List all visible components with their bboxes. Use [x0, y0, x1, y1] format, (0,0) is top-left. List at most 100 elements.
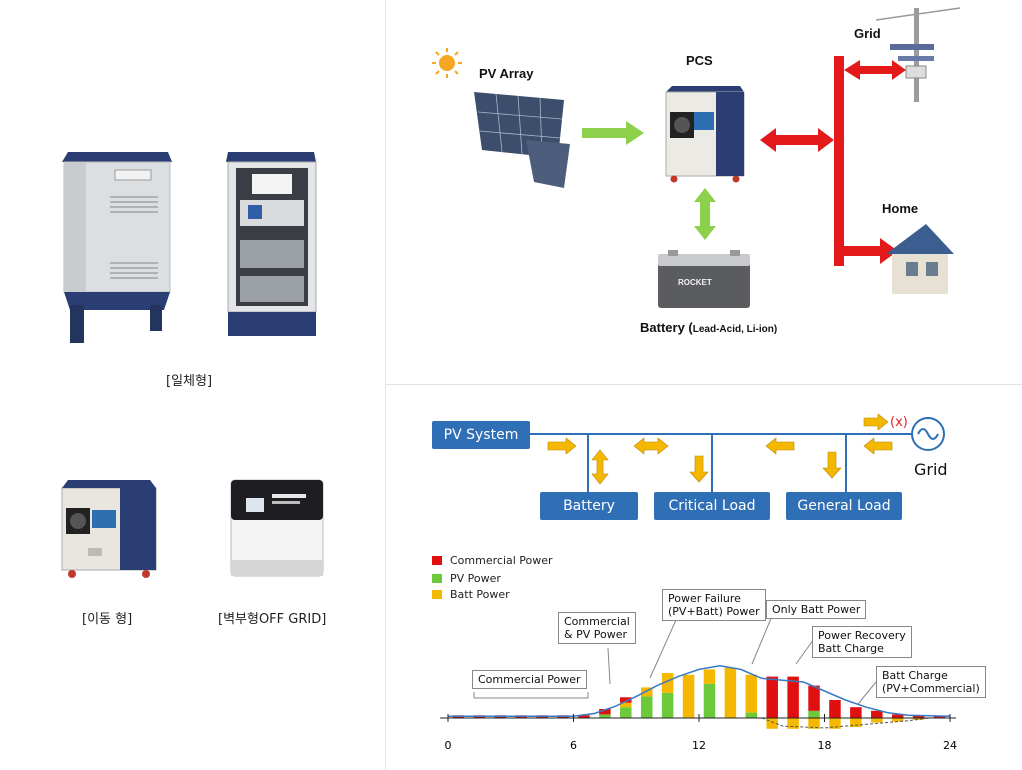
bar-11-seg-0	[682, 674, 695, 718]
x-tick-label-6: 6	[570, 739, 577, 752]
bar-12-seg-0	[703, 683, 716, 718]
bar-16-neg-0	[787, 718, 799, 729]
label-battery: Battery (Lead-Acid, Li-ion)	[640, 320, 777, 335]
legend-commercial: Commercial Power	[432, 552, 553, 568]
bar-19-seg-0	[850, 707, 862, 718]
arrow-critical-down	[689, 455, 709, 483]
product-illustrations	[61, 152, 324, 578]
legend-label-pv: PV Power	[450, 571, 501, 585]
bar-19-neg-0	[850, 718, 862, 727]
label-battery-types: Lead-Acid, Li-ion)	[692, 324, 778, 335]
legend-label-batt: Batt Power	[450, 587, 510, 601]
legend-swatch-commercial	[432, 555, 442, 565]
bar-14-seg-1	[745, 674, 758, 713]
x-tick-label-24: 24	[943, 739, 957, 752]
note-only-batt: Only Batt Power	[766, 600, 867, 619]
general-load-box: General Load	[786, 492, 902, 520]
critical-load-box: Critical Load	[654, 492, 770, 520]
caption-mobile: [이동 형]	[82, 612, 133, 627]
mobile-unit	[61, 480, 157, 578]
x-tick-label-12: 12	[692, 739, 706, 752]
integrated-cabinet-open	[226, 152, 317, 336]
wall-mounted-unit	[230, 479, 324, 577]
label-pv-array: PV Array	[479, 66, 534, 81]
pv-system-box: PV System	[432, 421, 530, 449]
pcs-grid-arrow	[760, 128, 834, 152]
bar-8-seg-1	[620, 702, 632, 708]
bar-13-seg-0	[724, 667, 737, 718]
home-icon	[886, 224, 954, 294]
bar-22-neg-0	[912, 718, 925, 720]
bar-20-seg-0	[871, 710, 883, 718]
flow-diagram	[528, 413, 945, 492]
bar-9-seg-1	[640, 687, 653, 697]
grid-blocked-mark: (x)	[890, 415, 908, 430]
arrow-bus-leftright	[633, 437, 669, 455]
bar-6-seg-0	[578, 715, 590, 718]
caption-wall-mounted: [벽부형OFF GRID]	[218, 612, 327, 627]
label-battery-main: Battery (	[640, 320, 693, 335]
system-diagram: ROCKET	[432, 7, 961, 308]
label-home: Home	[882, 201, 919, 216]
bar-16-seg-0	[787, 676, 799, 718]
arrow-bus-left	[765, 437, 795, 455]
legend-swatch-batt	[432, 589, 442, 599]
caption-integrated: [일체형]	[166, 374, 213, 389]
grid-pole-icon	[875, 7, 961, 102]
arrow-battery-updown	[591, 449, 609, 485]
bus-home-arrow	[844, 238, 898, 264]
bar-12-seg-1	[703, 669, 716, 684]
vertical-divider	[385, 0, 386, 770]
bar-8-seg-0	[620, 707, 632, 718]
bar-15-neg-0	[766, 718, 778, 729]
bar-18-neg-0	[829, 718, 841, 729]
pointer-power-failure	[649, 619, 677, 679]
pcs-battery-arrow	[694, 188, 716, 240]
label-grid: Grid	[854, 26, 881, 41]
note-commercial-pv-line1: Commercial	[564, 615, 630, 628]
pv-array-icon	[474, 92, 570, 188]
legend-label-commercial: Commercial Power	[450, 553, 553, 567]
sun-icon	[432, 48, 462, 78]
bar-20-neg-0	[871, 718, 883, 723]
note-commercial-pv: Commercial & PV Power	[558, 612, 636, 644]
label-pcs: PCS	[686, 53, 713, 68]
bar-14-seg-0	[745, 712, 758, 718]
bar-17-seg-1	[808, 685, 820, 711]
integrated-cabinet-closed	[62, 152, 172, 343]
note-power-failure: Power Failure (PV+Batt) Power	[662, 589, 766, 621]
note-power-failure-line2: (PV+Batt) Power	[668, 605, 760, 618]
bar-10-seg-0	[661, 692, 674, 718]
bar-15-seg-0	[766, 676, 778, 718]
load-curve	[448, 665, 951, 717]
note-power-failure-line1: Power Failure	[668, 592, 741, 605]
bar-22-seg-0	[912, 715, 925, 718]
bar-17-seg-0	[808, 710, 820, 718]
note-batt-charge-line2: (PV+Commercial)	[882, 682, 980, 695]
bus-grid-arrow	[844, 60, 906, 80]
note-commercial-pv-line2: & PV Power	[564, 628, 627, 641]
bar-7-seg-0	[599, 714, 611, 718]
note-batt-charge-line1: Batt Charge	[882, 669, 948, 682]
chart-legend: Commercial Power PV Power Batt Power	[432, 552, 553, 602]
horizontal-divider	[386, 384, 1022, 385]
note-recovery-line2: Batt Charge	[818, 642, 884, 655]
note-batt-charge: Batt Charge (PV+Commercial)	[876, 666, 986, 698]
commercial-bracket	[473, 692, 589, 699]
bar-7-seg-1	[599, 709, 611, 715]
x-tick-label-18: 18	[818, 739, 832, 752]
legend-swatch-pv	[432, 573, 442, 583]
note-commercial-power: Commercial Power	[472, 670, 587, 689]
bar-18-seg-0	[829, 700, 841, 718]
legend-batt: Batt Power	[432, 586, 553, 602]
pcs-unit-icon	[665, 86, 745, 183]
pointer-batt-charge	[857, 681, 877, 705]
note-power-recovery: Power Recovery Batt Charge	[812, 626, 912, 658]
arrow-grid-left	[863, 437, 893, 455]
bar-8-seg-2	[620, 697, 632, 703]
flow-grid-label: Grid	[914, 460, 948, 479]
ac-grid-icon	[911, 417, 945, 451]
arrow-grid-blocked	[863, 413, 889, 431]
battery-brand: ROCKET	[678, 278, 712, 287]
